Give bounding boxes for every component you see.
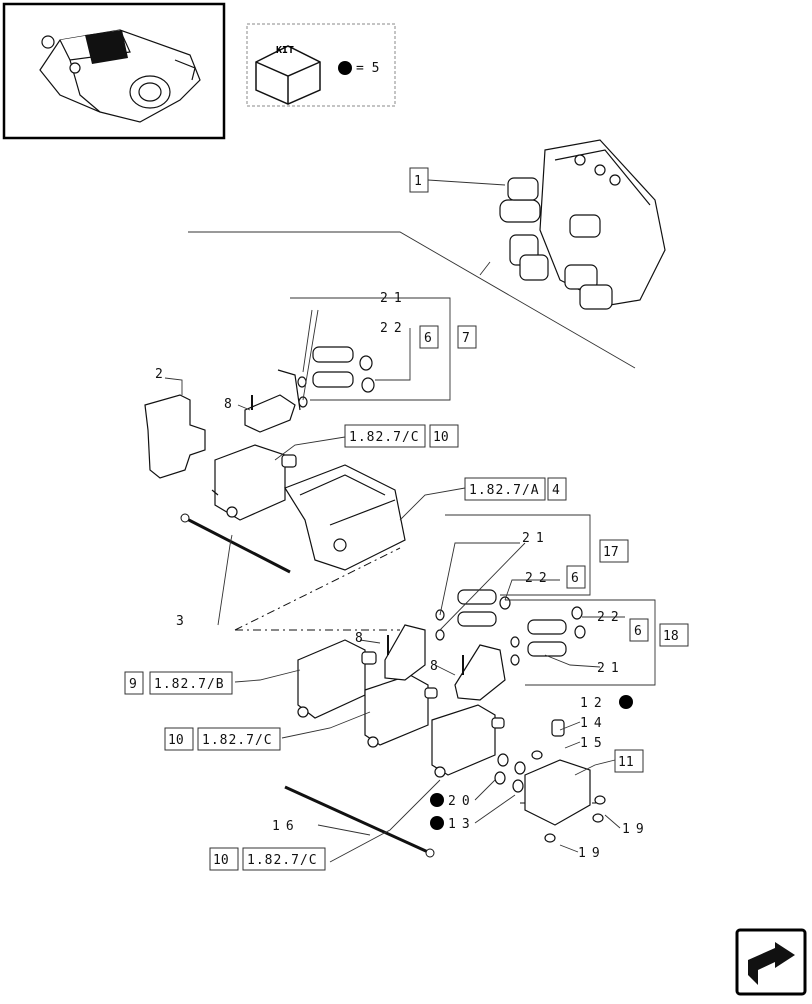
- ref-1-82-7-c-bot[interactable]: 1.82.7/C: [242, 847, 326, 871]
- callout-8c[interactable]: 8: [430, 659, 438, 674]
- svg-text:1.82.7/A: 1.82.7/A: [469, 483, 540, 498]
- callout-22a[interactable]: 22: [380, 321, 408, 336]
- callout-14[interactable]: 14: [580, 716, 608, 731]
- callout-8a[interactable]: 8: [224, 397, 232, 412]
- svg-text:1.82.7/C: 1.82.7/C: [349, 430, 420, 445]
- svg-text:10: 10: [213, 853, 229, 868]
- svg-text:18: 18: [663, 629, 679, 644]
- kit-dot-icon: [338, 61, 352, 75]
- callout-12[interactable]: 12: [580, 696, 608, 711]
- rod-item-16[interactable]: [284, 785, 435, 858]
- callout-10c[interactable]: 10: [209, 847, 239, 871]
- spool-set-17[interactable]: [384, 589, 511, 681]
- callout-3[interactable]: 3: [176, 614, 184, 629]
- callout-1[interactable]: 1: [409, 167, 429, 193]
- plate-item-2[interactable]: [144, 394, 206, 479]
- callout-15[interactable]: 15: [580, 736, 608, 751]
- kit-dot-icon: [619, 695, 633, 709]
- ref-1-82-7-b[interactable]: 1.82.7/B: [149, 671, 233, 695]
- kit-badge-label: KIT: [276, 45, 294, 56]
- assembly-thumbnail[interactable]: [2, 2, 226, 140]
- callout-7[interactable]: 7: [457, 325, 477, 349]
- valve-assembly-item-1[interactable]: [499, 139, 666, 310]
- svg-text:1.82.7/B: 1.82.7/B: [154, 677, 225, 692]
- svg-text:1.82.7/C: 1.82.7/C: [247, 853, 318, 868]
- kit-dot-icon: [430, 793, 444, 807]
- rod-item-3[interactable]: [180, 513, 291, 574]
- callout-4[interactable]: 4: [547, 477, 567, 501]
- svg-text:17: 17: [603, 545, 619, 560]
- svg-text:10: 10: [168, 733, 184, 748]
- svg-text:11: 11: [618, 755, 634, 770]
- section-valve-10-mid[interactable]: [364, 674, 438, 748]
- ref-1-82-7-c-mid[interactable]: 1.82.7/C: [197, 727, 281, 751]
- svg-text:1.82.7/C: 1.82.7/C: [202, 733, 273, 748]
- svg-text:10: 10: [433, 430, 449, 445]
- callout-6b[interactable]: 6: [566, 565, 586, 589]
- ref-1-82-7-a[interactable]: 1.82.7/A: [464, 477, 546, 501]
- callout-17[interactable]: 17: [599, 539, 629, 563]
- kit-equals-label: = 5: [356, 61, 379, 76]
- callout-22c[interactable]: 22: [597, 610, 625, 625]
- svg-text:9: 9: [129, 677, 137, 692]
- ref-1-82-7-c-top[interactable]: 1.82.7/C: [344, 424, 426, 448]
- svg-text:1: 1: [414, 174, 422, 189]
- callout-20[interactable]: 20: [448, 794, 476, 809]
- svg-text:4: 4: [552, 483, 560, 498]
- callout-19b[interactable]: 19: [578, 846, 606, 861]
- section-valve-10-bot[interactable]: [431, 704, 505, 778]
- callout-10a[interactable]: 10: [429, 424, 459, 448]
- callout-21a[interactable]: 21: [380, 291, 408, 306]
- spool-set-18[interactable]: [454, 606, 586, 701]
- callout-18[interactable]: 18: [659, 623, 689, 647]
- callout-16[interactable]: 16: [272, 819, 300, 834]
- kit-dot-icon: [430, 816, 444, 830]
- callout-6c[interactable]: 6: [629, 618, 649, 642]
- svg-text:6: 6: [571, 571, 579, 586]
- callout-2[interactable]: 2: [155, 367, 163, 382]
- svg-text:7: 7: [462, 331, 470, 346]
- section-valve-top[interactable]: [211, 444, 297, 521]
- callout-22b[interactable]: 22: [525, 571, 553, 586]
- callout-9[interactable]: 9: [124, 671, 144, 695]
- callout-19a[interactable]: 19: [622, 822, 650, 837]
- section-valve-9[interactable]: [297, 639, 377, 719]
- next-page-arrow-icon[interactable]: [735, 928, 807, 996]
- callout-10b[interactable]: 10: [164, 727, 194, 751]
- kit-legend: KIT = 5: [246, 23, 396, 107]
- leader-lines: [164, 179, 656, 863]
- callout-8b[interactable]: 8: [355, 631, 363, 646]
- callout-6a[interactable]: 6: [419, 325, 439, 349]
- spool-set-top[interactable]: [244, 346, 375, 433]
- callout-13[interactable]: 13: [448, 817, 476, 832]
- callout-21b[interactable]: 21: [522, 531, 550, 546]
- callout-21c[interactable]: 21: [597, 661, 625, 676]
- housing-item-4[interactable]: [284, 464, 406, 571]
- end-cover-item-11[interactable]: [524, 719, 606, 843]
- svg-text:6: 6: [424, 331, 432, 346]
- svg-text:6: 6: [634, 624, 642, 639]
- callout-11[interactable]: 11: [614, 749, 644, 773]
- washers-13-20[interactable]: [494, 753, 526, 793]
